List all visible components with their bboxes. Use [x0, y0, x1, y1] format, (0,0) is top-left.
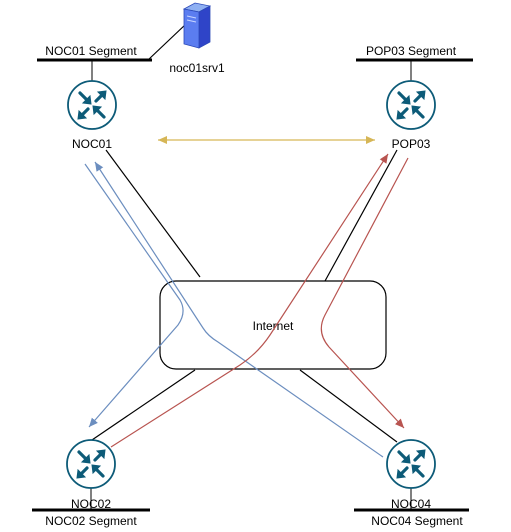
segment-noc02-label: NOC02 Segment — [45, 514, 137, 528]
router-icon-noc02 — [66, 439, 116, 489]
tunnel-noc01-noc02 — [84, 163, 184, 428]
router-label-noc02: NOC02 — [71, 497, 111, 511]
router-label-pop03: POP03 — [392, 137, 431, 151]
router-label-noc01: NOC01 — [72, 137, 112, 151]
router-icon-pop03 — [386, 80, 436, 130]
tunnel-noc04-noc01 — [94, 161, 384, 458]
router-icon-noc01 — [67, 80, 117, 130]
link-noc01-internet — [105, 149, 201, 278]
segment-noc01-to-server — [147, 23, 187, 61]
internet-label: Internet — [253, 319, 294, 333]
server-label: noc01srv1 — [169, 61, 225, 75]
link-noc02-internet — [88, 369, 196, 443]
tunnel-pop03-noc04 — [320, 157, 409, 429]
segment-pop03-label: POP03 Segment — [366, 44, 457, 58]
link-noc04-internet — [299, 369, 398, 443]
router-icon-noc04 — [386, 439, 436, 489]
tunnel-noc02-pop03 — [110, 153, 389, 448]
segment-noc04-label: NOC04 Segment — [371, 514, 463, 528]
link-pop03-internet — [324, 149, 398, 282]
server-icon — [182, 2, 212, 49]
router-label-noc04: NOC04 — [391, 497, 431, 511]
segment-noc01-label: NOC01 Segment — [45, 44, 137, 58]
